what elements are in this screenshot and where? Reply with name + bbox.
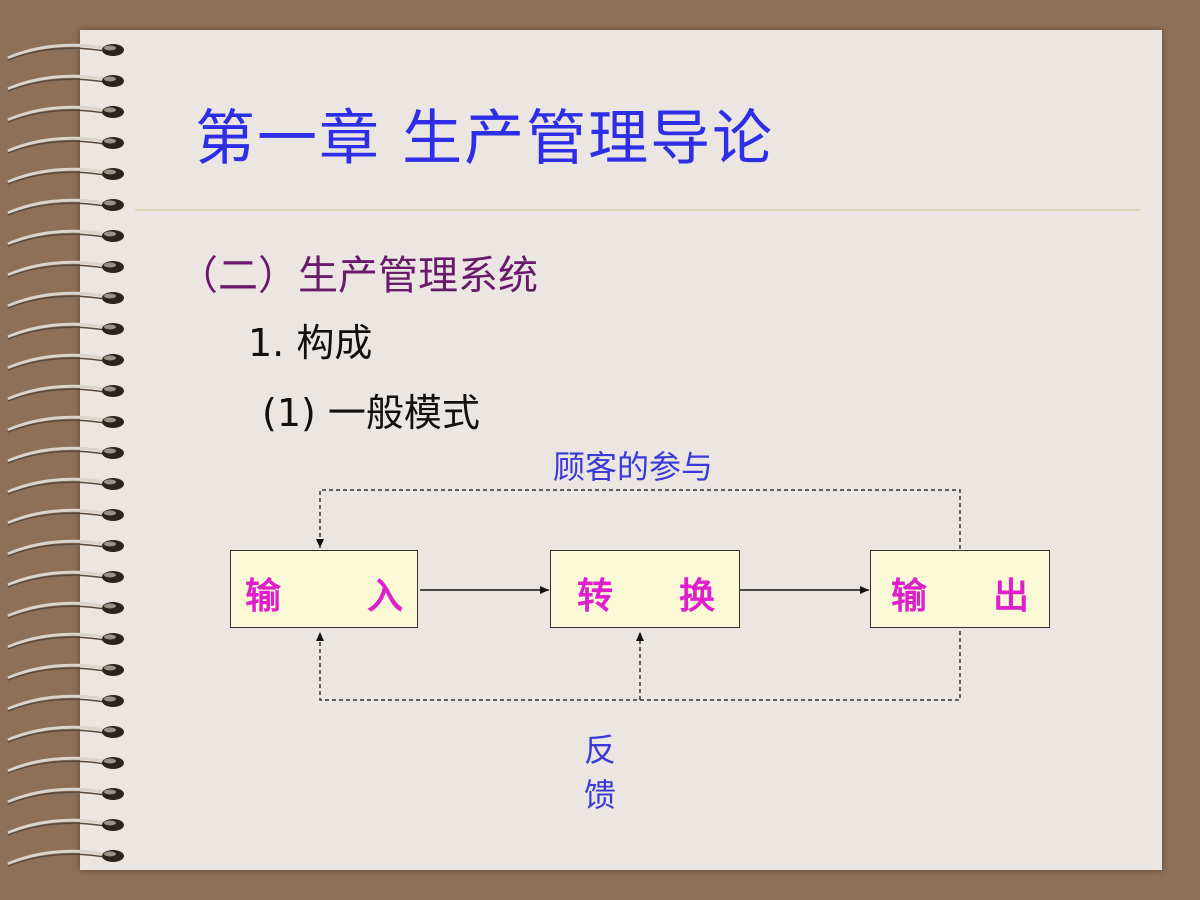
spiral-hole-highlight (104, 417, 116, 423)
spiral-hole-highlight (104, 789, 116, 795)
spiral-hole-highlight (104, 541, 116, 547)
spiral-coil (7, 508, 106, 525)
spiral-coil-shadow (7, 450, 106, 464)
spiral-coil (7, 167, 106, 184)
input-box: 输 入 (230, 550, 418, 628)
list-item-2: (1) 一般模式 (262, 391, 480, 435)
spiral-hole-highlight (104, 324, 116, 330)
spiral-coil (7, 136, 106, 153)
spiral-coil-shadow (7, 698, 106, 712)
spiral-hole-highlight (104, 479, 116, 485)
spiral-coil (7, 477, 106, 494)
customer-participation-label: 顾客的参与 (553, 448, 714, 486)
spiral-hole-highlight (104, 355, 116, 361)
spiral-hole-highlight (104, 169, 116, 175)
spiral-coil-shadow (7, 109, 106, 123)
spiral-coil-shadow (7, 574, 106, 588)
spiral-coil (7, 322, 106, 339)
spiral-coil (7, 787, 106, 804)
spiral-hole-highlight (104, 634, 116, 640)
spiral-coil-shadow (7, 171, 106, 185)
spiral-hole-highlight (104, 262, 116, 268)
spiral-coil-shadow (7, 822, 106, 836)
spiral-coil-shadow (7, 357, 106, 371)
spiral-coil (7, 570, 106, 587)
spiral-coil (7, 43, 106, 60)
spiral-hole-highlight (104, 138, 116, 144)
customer-participation-loop (316, 489, 961, 549)
spiral-hole-highlight (104, 572, 116, 578)
spiral-coil (7, 818, 106, 835)
spiral-hole-highlight (104, 45, 116, 51)
spiral-coil (7, 539, 106, 556)
spiral-hole-highlight (104, 107, 116, 113)
feedback-label-top: 反 (584, 731, 617, 769)
slide-canvas (80, 30, 1162, 870)
spiral-coil (7, 74, 106, 91)
spiral-hole-highlight (104, 665, 116, 671)
spiral-coil (7, 663, 106, 680)
spiral-coil-shadow (7, 388, 106, 402)
spiral-coil-shadow (7, 760, 106, 774)
spiral-hole-highlight (104, 758, 116, 764)
spiral-coil-shadow (7, 512, 106, 526)
spiral-coil-shadow (7, 543, 106, 557)
spiral-coil (7, 291, 106, 308)
spiral-hole-highlight (104, 696, 116, 702)
spiral-hole-highlight (104, 293, 116, 299)
spiral-coil-shadow (7, 419, 106, 433)
output-box: 输 出 (870, 550, 1050, 628)
spiral-coil-shadow (7, 791, 106, 805)
spiral-coil-shadow (7, 729, 106, 743)
spiral-coil (7, 849, 106, 866)
spiral-coil (7, 384, 106, 401)
title-divider (135, 209, 1140, 211)
spiral-coil (7, 198, 106, 215)
spiral-coil (7, 725, 106, 742)
spiral-coil (7, 415, 106, 432)
spiral-coil-shadow (7, 202, 106, 216)
spiral-coil-shadow (7, 667, 106, 681)
spiral-hole-highlight (104, 727, 116, 733)
spiral-coil-shadow (7, 140, 106, 154)
spiral-hole-highlight (104, 820, 116, 826)
spiral-coil (7, 353, 106, 370)
spiral-coil-shadow (7, 233, 106, 247)
spiral-hole-highlight (104, 200, 116, 206)
page-title: 第一章 生产管理导论 (195, 104, 775, 174)
spiral-coil (7, 229, 106, 246)
spiral-coil (7, 260, 106, 277)
spiral-coil-shadow (7, 853, 106, 867)
spiral-coil (7, 601, 106, 618)
spiral-coil-shadow (7, 481, 106, 495)
section-heading: （二）生产管理系统 (178, 253, 538, 299)
transform-box: 转 换 (550, 550, 740, 628)
spiral-hole-highlight (104, 76, 116, 82)
spiral-coil (7, 756, 106, 773)
spiral-hole-highlight (104, 851, 116, 857)
spiral-coil (7, 694, 106, 711)
list-item-1: 1. 构成 (248, 321, 373, 365)
spiral-coil-shadow (7, 605, 106, 619)
spiral-coil-shadow (7, 295, 106, 309)
spiral-hole-highlight (104, 510, 116, 516)
spiral-coil (7, 632, 106, 649)
spiral-hole-highlight (104, 386, 116, 392)
spiral-coil-shadow (7, 264, 106, 278)
spiral-coil-shadow (7, 636, 106, 650)
feedback-label-bottom: 馈 (584, 776, 617, 814)
spiral-hole-highlight (104, 448, 116, 454)
spiral-binding (7, 43, 124, 867)
spiral-hole-highlight (104, 603, 116, 609)
spiral-coil (7, 105, 106, 122)
spiral-coil (7, 446, 106, 463)
spiral-hole-highlight (104, 231, 116, 237)
spiral-coil-shadow (7, 47, 106, 61)
spiral-coil-shadow (7, 78, 106, 92)
spiral-coil-shadow (7, 326, 106, 340)
